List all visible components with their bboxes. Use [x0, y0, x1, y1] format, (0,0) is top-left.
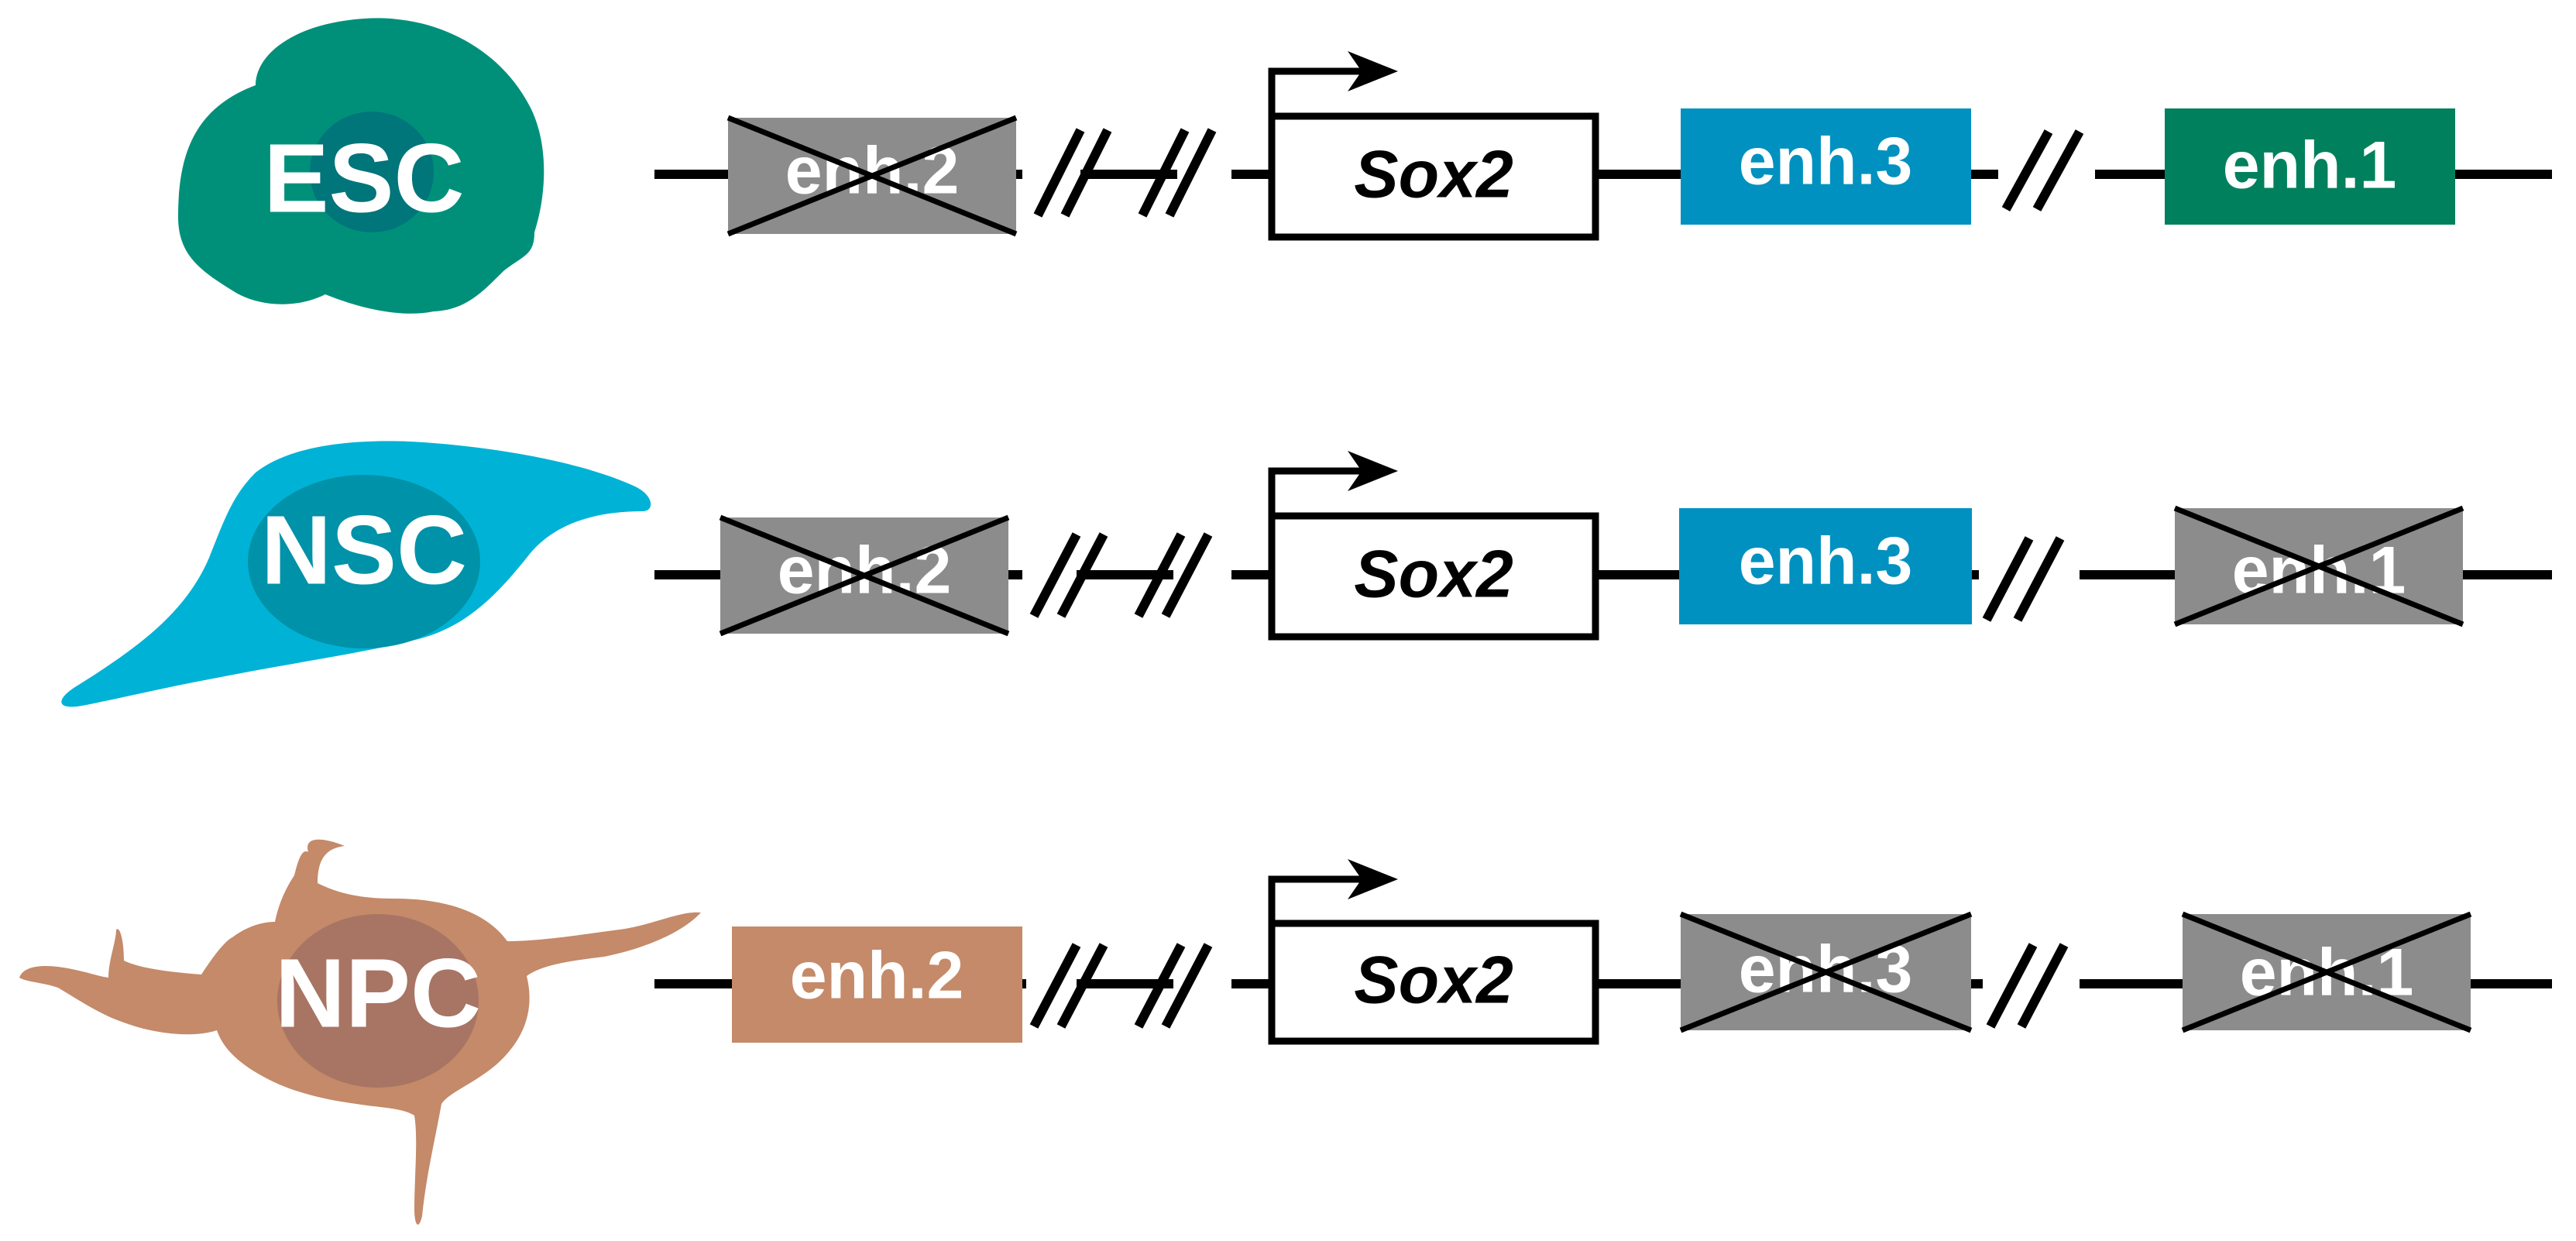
npc-enh3-box: enh.3 [1679, 911, 1973, 1033]
esc-enh2-box: enh.2 [726, 115, 1018, 237]
nsc-tss-arrow [1268, 451, 1398, 516]
npc-enh2-label: enh.2 [790, 939, 964, 1013]
nsc-cell: NSC [61, 441, 651, 707]
esc-enh2-label: enh.2 [785, 134, 960, 208]
esc-enh1-box: enh.1 [2165, 108, 2455, 225]
row-nsc: NSC enh.2 Sox2 [61, 441, 2552, 707]
npc-enh1-cross [2181, 911, 2472, 1033]
nsc-enh2-label: enh.2 [778, 534, 952, 608]
esc-sox2-label: Sox2 [1354, 138, 1513, 212]
npc-cell-nucleus [277, 914, 479, 1088]
nsc-enh3-label: enh.3 [1739, 524, 1913, 599]
esc-enh3-box: enh.3 [1681, 108, 1971, 225]
npc-cell: NPC [19, 839, 701, 1225]
npc-sox2-label: Sox2 [1354, 944, 1513, 1018]
nsc-break-mark-2 [1979, 535, 2080, 622]
row-esc: ESC enh.2 Sox2 [178, 18, 2552, 314]
esc-enh3-label: enh.3 [1739, 125, 1913, 199]
esc-break-mark-2 [1998, 129, 2095, 217]
esc-enh2-cross [726, 115, 1018, 237]
esc-cell: ESC [178, 18, 544, 314]
esc-tss-arrow [1268, 51, 1398, 116]
nsc-sox2-label: Sox2 [1354, 538, 1513, 612]
npc-cell-label: NPC [275, 938, 481, 1047]
esc-cell-label: ESC [263, 123, 464, 232]
nsc-enh2-cross [719, 514, 1010, 637]
npc-tss-arrow [1268, 859, 1398, 923]
nsc-enh3-box: enh.3 [1679, 508, 1972, 624]
nsc-enh1-label: enh.1 [2232, 534, 2406, 608]
esc-enh1-label: enh.1 [2223, 129, 2397, 203]
nsc-enh2-box: enh.2 [719, 514, 1010, 637]
nsc-sox2-gene: Sox2 [1268, 451, 1599, 641]
npc-enh1-box: enh.1 [2181, 911, 2472, 1033]
esc-cell-nucleus [310, 112, 434, 232]
esc-sox2-gene: Sox2 [1268, 51, 1599, 241]
row-npc: NPC enh.2 Sox2 [19, 839, 2552, 1225]
npc-enh2-box: enh.2 [732, 926, 1022, 1043]
nsc-cell-nucleus [248, 475, 480, 648]
nsc-enh1-cross [2173, 505, 2464, 627]
npc-sox2-gene: Sox2 [1268, 859, 1599, 1045]
npc-break-mark-2 [1983, 941, 2080, 1029]
nsc-enh1-box: enh.1 [2173, 505, 2464, 627]
nsc-cell-label: NSC [261, 495, 467, 604]
npc-enh3-cross [1679, 911, 1973, 1033]
